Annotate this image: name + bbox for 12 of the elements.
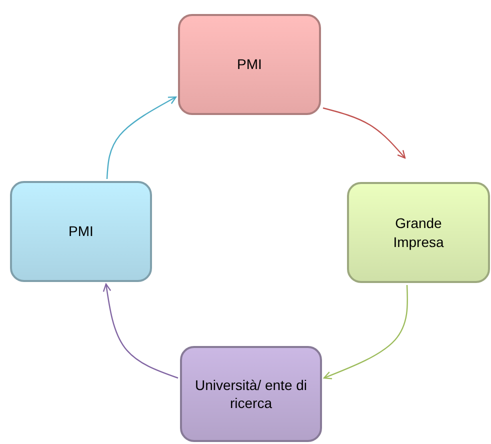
rounded-box bbox=[10, 181, 152, 282]
box-label: PMI bbox=[68, 222, 94, 241]
box-label: Università/ ente di ricerca bbox=[194, 376, 308, 412]
rounded-box bbox=[178, 14, 321, 115]
box-label: PMI bbox=[237, 55, 262, 74]
box-label: Grande Impresa bbox=[392, 214, 445, 251]
rounded-box bbox=[180, 346, 322, 442]
curved-arrow bbox=[322, 107, 406, 159]
curved-arrow bbox=[106, 96, 177, 180]
curved-arrow bbox=[323, 284, 408, 380]
rounded-box bbox=[347, 182, 490, 283]
curved-arrow bbox=[102, 283, 178, 379]
